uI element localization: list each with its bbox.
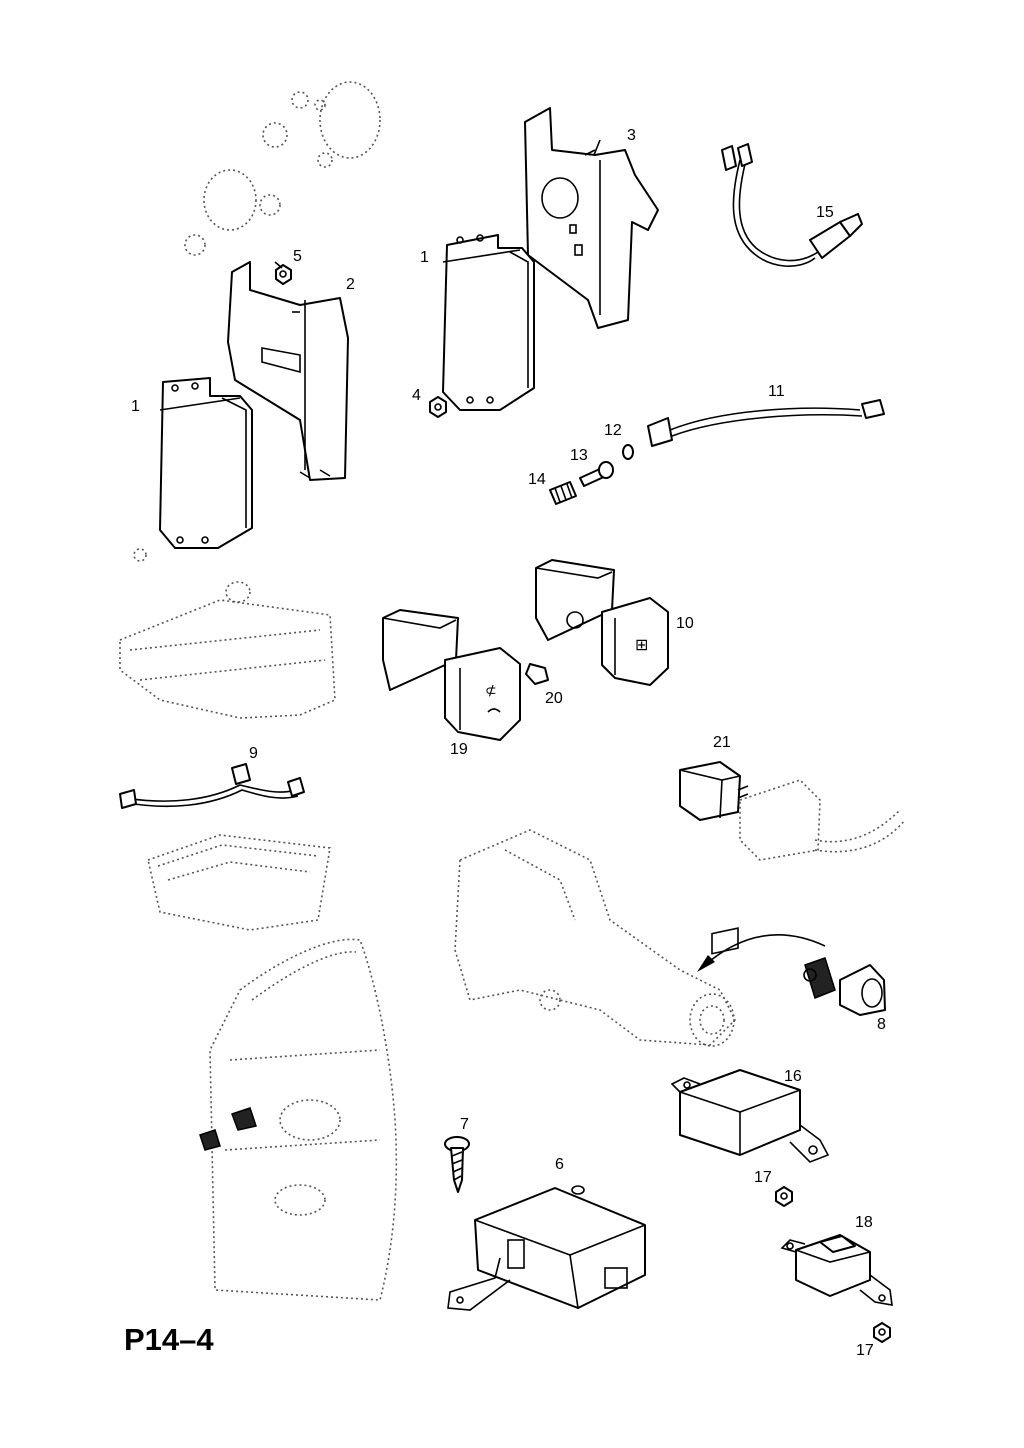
module-6 (447, 1185, 646, 1311)
ghost-valve-body (119, 581, 336, 719)
module-16 (670, 927, 830, 1163)
svg-text:⊞: ⊞ (635, 635, 648, 654)
nut-17-lower (873, 1322, 891, 1343)
callout-5: 5 (293, 248, 302, 265)
module-18 (780, 1234, 893, 1306)
sensor-8 (803, 957, 886, 1016)
callout-7: 7 (460, 1116, 469, 1133)
callout-10: 10 (676, 615, 694, 632)
callout-6: 6 (555, 1156, 564, 1173)
callout-20: 20 (545, 690, 563, 707)
callout-8: 8 (877, 1016, 886, 1033)
door-switches (199, 1107, 257, 1151)
ghost-transfer-case (454, 829, 736, 1047)
control-unit-center (442, 234, 535, 411)
spring-14 (549, 481, 577, 505)
callout-17-upper: 17 (754, 1169, 772, 1186)
callout-11: 11 (768, 383, 785, 400)
nut-4 (429, 396, 447, 418)
sensor-15 (721, 143, 863, 267)
switch-10: ⊞ (535, 559, 669, 686)
ghost-oil-pan (147, 834, 331, 931)
callout-19: 19 (450, 741, 468, 758)
switch-11 (647, 399, 885, 447)
bracket-center (524, 107, 659, 329)
callout-13: 13 (570, 447, 588, 464)
callout-4: 4 (412, 387, 421, 404)
leader-lines (274, 139, 601, 269)
relay-21 (679, 761, 749, 821)
control-unit-left (133, 377, 253, 562)
bulb-20 (525, 663, 549, 685)
bolt-13 (579, 461, 614, 487)
callout-21: 21 (713, 734, 731, 751)
callout-3: 3 (627, 127, 636, 144)
arrow-to-case (697, 934, 826, 972)
ghost-relay-connector (739, 779, 906, 861)
callout-12: 12 (604, 422, 622, 439)
callout-1-center: 1 (420, 249, 429, 266)
page-code: P14–4 (124, 1322, 214, 1357)
nut-17-upper (775, 1186, 793, 1207)
callout-17-lower: 17 (856, 1342, 874, 1359)
bracket-left (227, 261, 349, 481)
callout-1-left: 1 (131, 398, 140, 415)
ghost-door-panel (209, 938, 398, 1301)
callout-15: 15 (816, 204, 834, 221)
nut-5 (275, 264, 292, 285)
harness-9 (119, 763, 305, 809)
screw-7 (444, 1136, 470, 1193)
ghost-flange-group (184, 81, 381, 256)
callout-2: 2 (346, 276, 355, 293)
washer-12 (622, 444, 634, 460)
callout-9: 9 (249, 745, 258, 762)
callout-16: 16 (784, 1068, 802, 1085)
svg-text:⊄: ⊄ (485, 683, 497, 699)
callout-18: 18 (855, 1214, 873, 1231)
switch-19: ⊄ (382, 609, 521, 741)
callout-14: 14 (528, 471, 546, 488)
